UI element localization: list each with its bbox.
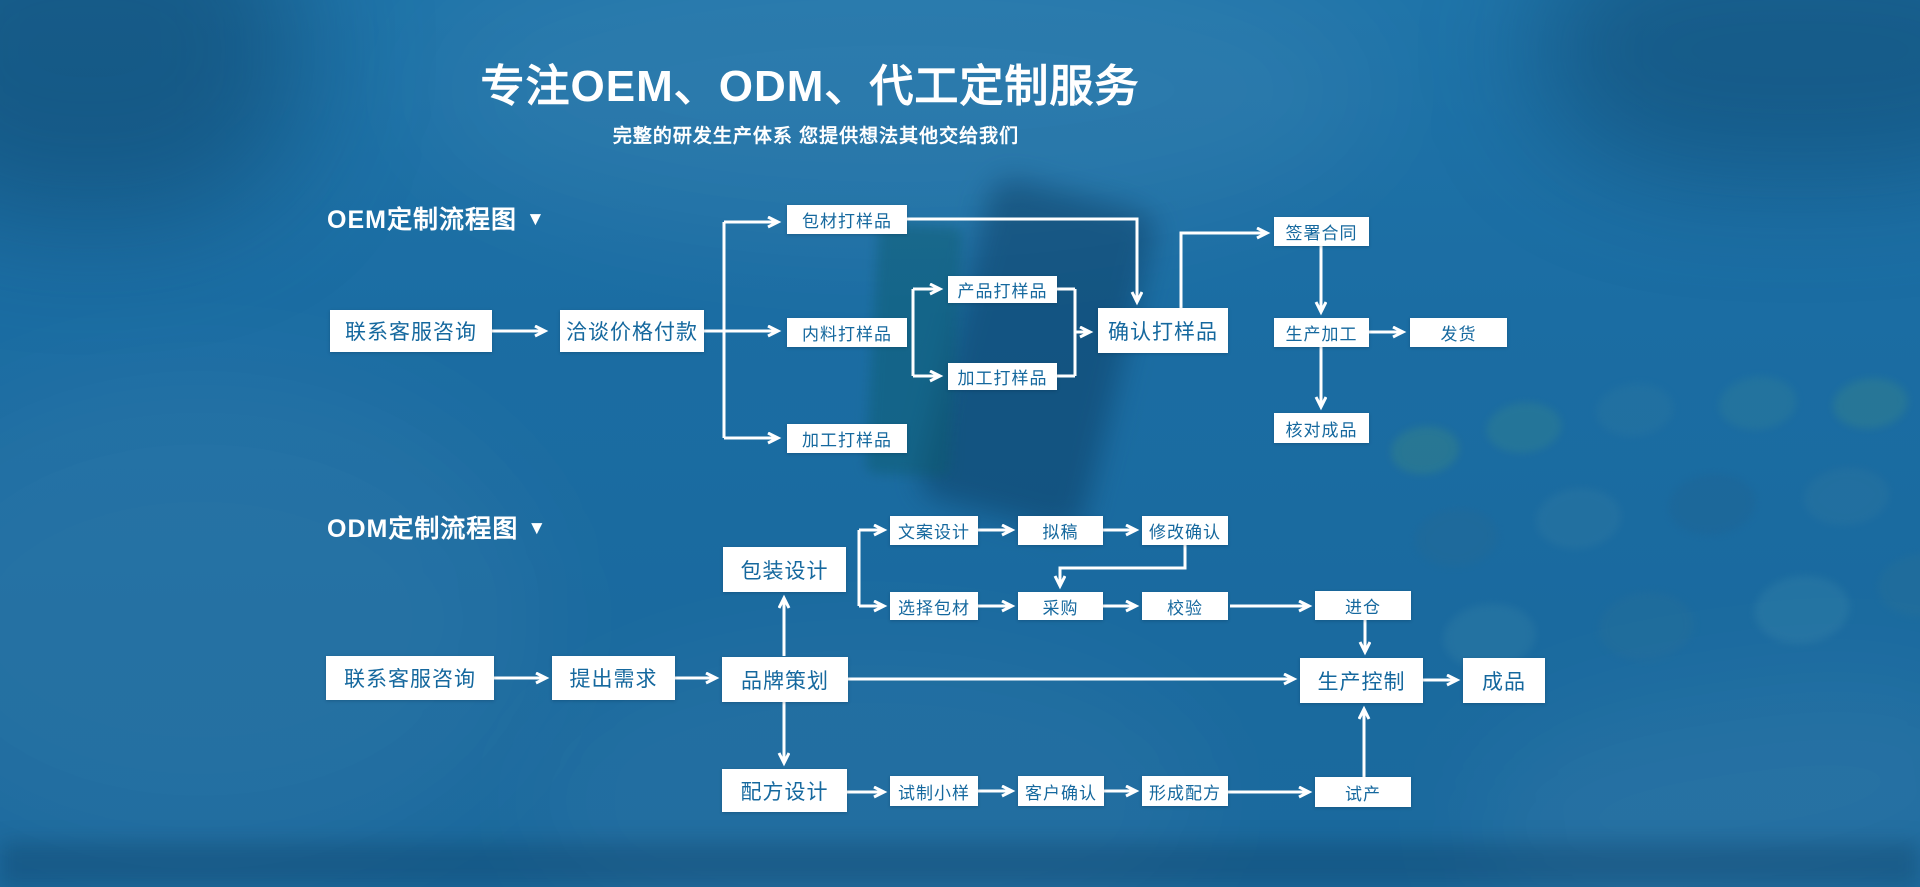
flow-node-odm-production-control: 生产控制: [1300, 658, 1423, 703]
flow-node-odm-package-design: 包装设计: [723, 547, 846, 592]
flow-node-oem-check-finished: 核对成品: [1274, 413, 1369, 443]
flow-node-oem-product-sample: 产品打样品: [948, 276, 1057, 303]
triangle-down-icon: ▼: [527, 517, 548, 539]
flow-node-odm-warehousing: 进仓: [1315, 591, 1411, 620]
flow-node-oem-sign-contract: 签署合同: [1274, 217, 1369, 246]
flow-node-oem-shipping: 发货: [1410, 318, 1507, 347]
flow-node-odm-formula-design: 配方设计: [722, 769, 847, 812]
flow-node-odm-purchase: 采购: [1018, 592, 1103, 620]
oem-section-header: OEM定制流程图 ▼: [327, 200, 546, 236]
flow-node-oem-processing-sample: 加工打样品: [948, 363, 1057, 390]
flow-node-odm-revision-confirm: 修改确认: [1142, 516, 1228, 545]
flow-node-oem-processing-sample-branch: 加工打样品: [787, 424, 907, 453]
page-title: 专注OEM、ODM、代工定制服务: [480, 62, 1140, 111]
flow-node-odm-trial-production: 试产: [1315, 777, 1411, 807]
flow-node-oem-packaging-sample: 包材打样品: [787, 205, 907, 234]
oem-section-title: OEM定制流程图: [327, 206, 517, 234]
flow-node-oem-production: 生产加工: [1274, 318, 1369, 347]
triangle-down-icon: ▼: [525, 208, 546, 230]
flow-node-odm-draft: 拟稿: [1018, 516, 1103, 545]
flow-node-odm-customer-confirm: 客户确认: [1018, 776, 1104, 806]
odm-connectors: [494, 530, 1456, 792]
flow-node-odm-copy-design: 文案设计: [890, 516, 978, 545]
flow-node-oem-material-sample: 内料打样品: [787, 318, 907, 347]
odm-section-header: ODM定制流程图 ▼: [327, 509, 547, 545]
flow-node-oem-confirm-sample: 确认打样品: [1098, 308, 1228, 353]
flow-node-odm-select-packaging: 选择包材: [890, 592, 978, 620]
flow-node-odm-brand-planning: 品牌策划: [722, 657, 848, 702]
odm-section-title: ODM定制流程图: [327, 515, 519, 543]
flow-node-odm-trial-sample: 试制小样: [890, 776, 978, 806]
oem-connectors: [492, 219, 1402, 438]
flow-node-oem-negotiate: 洽谈价格付款: [560, 310, 704, 352]
page-subtitle: 完整的研发生产体系 您提供想法其他交给我们: [612, 126, 1020, 147]
flow-node-odm-requirements: 提出需求: [552, 656, 675, 700]
flow-node-odm-contact: 联系客服咨询: [326, 656, 494, 700]
flow-node-odm-formula-formation: 形成配方: [1142, 776, 1228, 806]
flow-node-odm-finished-product: 成品: [1463, 658, 1545, 703]
flow-node-oem-contact: 联系客服咨询: [330, 310, 492, 352]
flow-node-odm-inspection: 校验: [1142, 592, 1228, 620]
